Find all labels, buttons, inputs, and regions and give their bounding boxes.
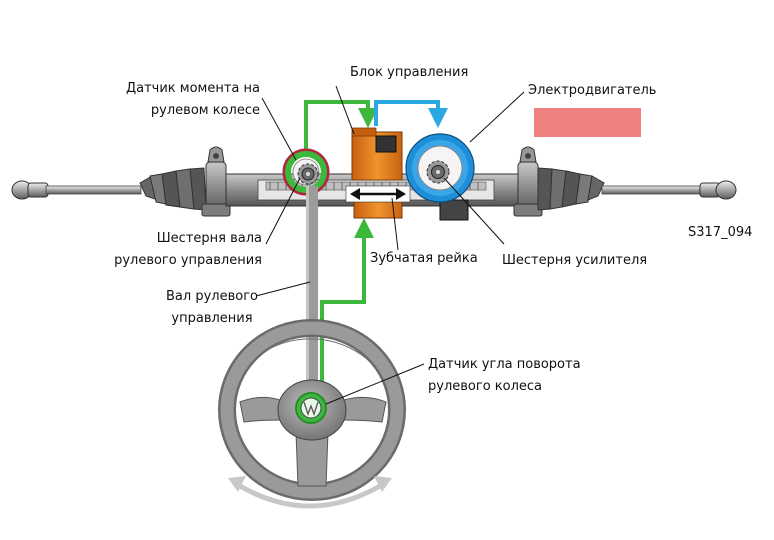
electric-motor-label: Электродвигатель [528,83,657,98]
leader-lines [255,85,525,405]
highlight-box [534,108,641,137]
rack-label: Зубчатая рейка [370,251,478,266]
steering-pinion-label: Шестерня вала рулевого управления [114,231,262,268]
direction-arrow-icon [345,185,411,203]
right-tie-rod [601,180,737,200]
rotation-arrow-icon [228,476,392,509]
left-tie-rod [11,180,142,200]
steering-wheel [218,319,406,501]
right-bellows [537,167,605,211]
control-unit-label: Блок управления [350,65,469,80]
left-bellows [139,167,207,211]
servo-pinion-gear-icon [426,160,450,184]
angle-signal-line [320,218,374,404]
angle-sensor-label: Датчик угла поворота рулевого колеса [428,357,581,394]
left-mount [201,146,231,217]
torque-signal-line [304,100,378,150]
servo-pinion-label: Шестерня усилителя [502,253,648,268]
figure-code: S317_094 [688,225,753,240]
steering-shaft-label: Вал рулевого управления [166,289,258,326]
torque-sensor-label: Датчик момента на рулевом колесе [125,81,260,118]
motor-signal-line [374,100,448,128]
right-mount [513,146,543,217]
steering-pinion-gear-icon [297,163,319,185]
control-unit [351,127,469,221]
vw-logo-icon [295,392,327,424]
